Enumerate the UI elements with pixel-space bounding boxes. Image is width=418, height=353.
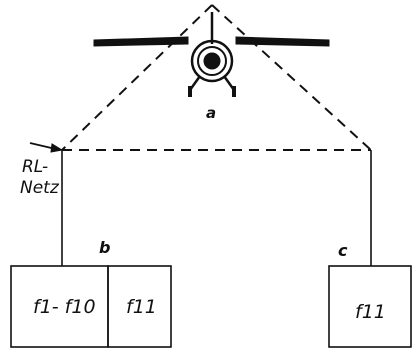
station-c-box [328,265,412,348]
label-rl-network-line2: Netz [20,178,60,198]
aircraft-wing [235,36,330,47]
dashed-line-left [61,4,213,151]
label-station-c: c [338,241,348,260]
dashed-line-right [211,4,372,151]
label-station-b: b [99,238,110,257]
aircraft-fuselage [190,39,234,83]
rl-network-arrow-head [50,143,64,153]
label-frequency-f11-b: f11 [126,296,157,318]
label-frequencies-f1-f10: f1- f10 [33,296,96,318]
ground-station-c: f11 [328,265,412,348]
rl-network-indicator: RL- Netz [20,142,64,198]
label-frequency-f11-c: f11 [355,301,386,323]
ground-station-b: f1- f10 f11 [10,265,172,348]
station-b-box-right [107,265,172,348]
aircraft-engine-ring [197,46,227,76]
label-rl-network-line1: RL- [22,157,48,177]
dashed-link-lines [61,4,372,151]
airplane-front-view-icon [93,12,330,97]
aircraft-propeller-hub [203,52,221,70]
label-aircraft-a: a [206,104,216,122]
aircraft-wing [93,36,189,47]
